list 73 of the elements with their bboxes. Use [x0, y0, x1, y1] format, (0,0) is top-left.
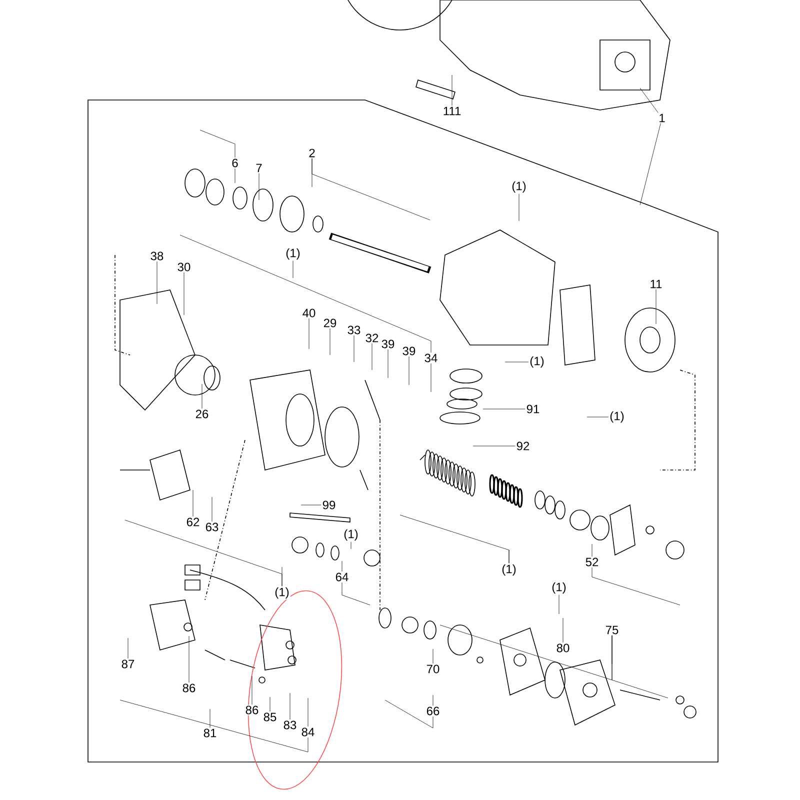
callout-number: 92: [515, 440, 531, 452]
leader-line: [180, 234, 432, 353]
callout-number: 7: [254, 162, 264, 174]
callout-number: 38: [149, 250, 165, 262]
callout-number: 86: [244, 704, 260, 716]
leader-line: [640, 123, 661, 206]
leader-line: [120, 700, 308, 752]
callout-number: (1): [342, 528, 360, 542]
leader-line: [558, 594, 560, 614]
leader-line: [432, 694, 434, 706]
callout-number: 86: [181, 682, 197, 694]
callout-number: 70: [425, 664, 441, 674]
callout-number: (1): [284, 247, 302, 261]
callout-number: 83: [282, 720, 298, 730]
callout-number: 84: [300, 726, 316, 738]
leader-line: [234, 168, 236, 184]
leader-line: [188, 636, 190, 683]
leader-line: [400, 514, 510, 564]
leader-line: [292, 260, 294, 278]
callout-number: (1): [500, 563, 518, 577]
leader-line: [124, 520, 282, 586]
callout-number: 1: [658, 112, 666, 124]
leader-line: [350, 542, 352, 550]
leader-line: [518, 194, 520, 222]
callout-number: 66: [425, 706, 441, 716]
leader-line: [156, 261, 158, 304]
callout-number: 80: [555, 642, 571, 654]
leader-line: [300, 504, 322, 506]
callout-number: (1): [510, 180, 528, 194]
callout-number: (1): [608, 410, 626, 424]
callout-number: 85: [262, 712, 278, 722]
callout-number: 40: [301, 308, 317, 318]
leader-line: [384, 700, 434, 728]
leader-line: [312, 158, 430, 220]
callout-number: (1): [528, 355, 546, 369]
leader-line: [640, 88, 658, 113]
callout-number: (1): [274, 586, 290, 600]
leader-line: [258, 173, 260, 200]
leader-line: [612, 635, 668, 698]
callout-number: 52: [584, 556, 600, 568]
callout-number: 62: [185, 516, 201, 528]
callout-number: 33: [346, 324, 362, 336]
callout-number: 75: [604, 624, 620, 636]
callout-number: 6: [230, 158, 240, 168]
leader-line: [482, 408, 526, 410]
callout-number: 26: [194, 408, 210, 420]
leader-line: [432, 648, 434, 664]
leader-line: [408, 356, 410, 386]
callout-number: 111: [442, 106, 462, 116]
leader-line: [586, 416, 609, 418]
callout-number: 34: [423, 352, 439, 364]
leader-line: [562, 618, 564, 643]
callout-number: 2: [308, 148, 316, 158]
callout-number: 39: [401, 346, 417, 356]
leader-line: [192, 490, 194, 517]
callout-number: 39: [380, 338, 396, 350]
callout-number: 81: [202, 728, 218, 738]
callout-number: 11: [648, 278, 664, 290]
callout-number: 99: [321, 500, 337, 510]
leader-line: [440, 624, 612, 680]
callout-number: 30: [176, 262, 192, 272]
leader-line: [592, 567, 680, 606]
leader-line: [308, 318, 310, 350]
callout-number: 63: [204, 522, 220, 532]
callout-number: (1): [550, 581, 568, 595]
callout-number: 29: [322, 318, 338, 328]
leader-line: [430, 363, 432, 392]
leader-line: [200, 130, 236, 158]
callout-number: 91: [525, 404, 541, 414]
callout-number: 64: [334, 572, 350, 582]
callout-number: 32: [364, 332, 380, 344]
callout-number: 87: [120, 658, 136, 670]
leader-line: [342, 582, 370, 606]
